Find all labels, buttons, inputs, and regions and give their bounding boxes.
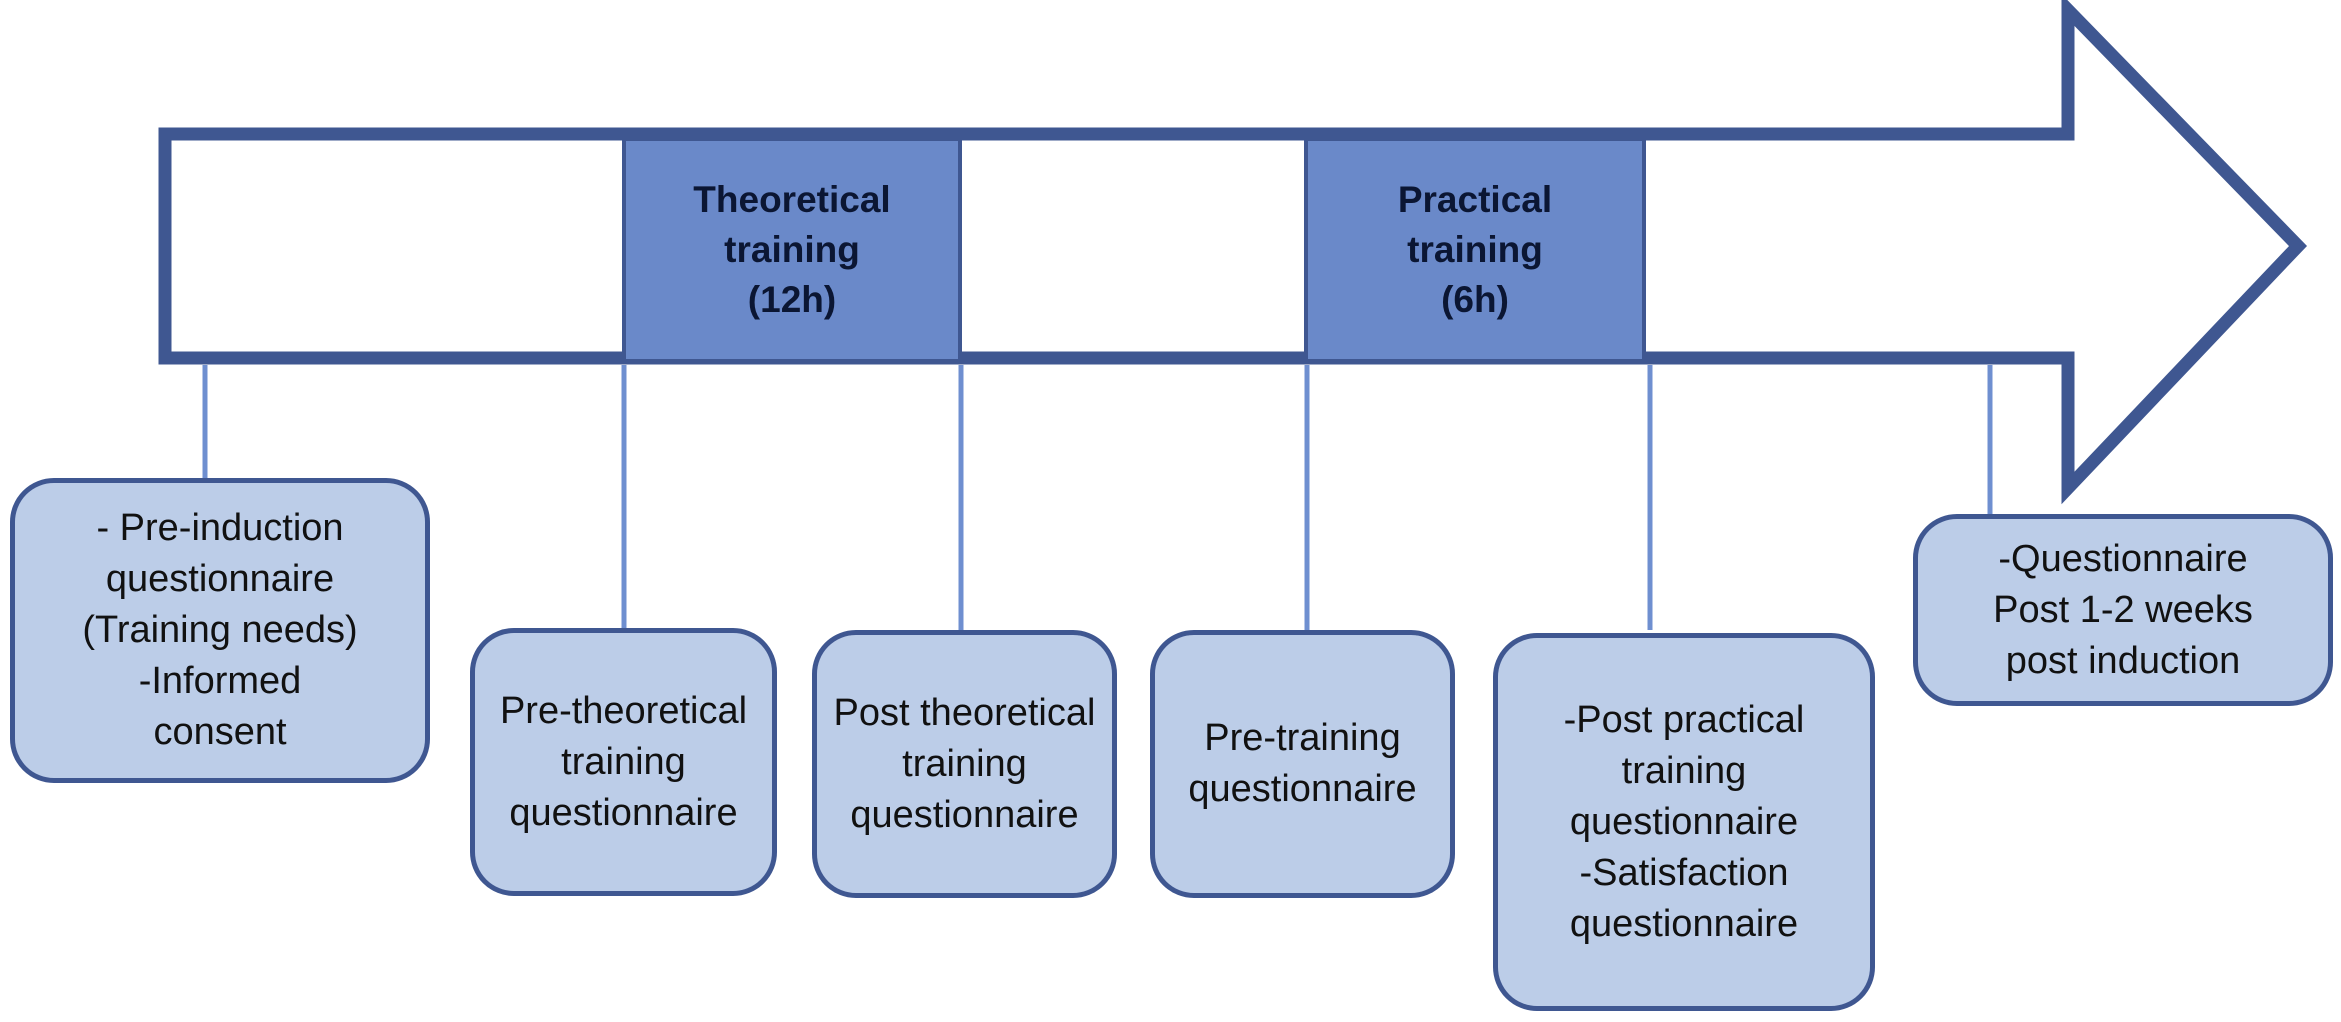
step-box-pre-training: Pre-training questionnaire <box>1150 630 1455 898</box>
phase-block-practical <box>1304 137 1646 363</box>
phase-label-theoretical: Theoretical training (12h) <box>693 179 891 320</box>
timeline-arrow <box>158 0 2308 505</box>
step-box-post-practical: -Post practical training questionnaire -… <box>1493 633 1875 1011</box>
phase-label-practical: Practical training (6h) <box>1397 179 1553 320</box>
step-box-follow-up: -Questionnaire Post 1-2 weeks post induc… <box>1913 514 2333 706</box>
step-box-post-theoretical: Post theoretical training questionnaire <box>812 630 1117 898</box>
step-box-pre-theoretical: Pre-theoretical training questionnaire <box>470 628 777 896</box>
phase-block-theoretical <box>622 137 962 363</box>
step-box-pre-induction: - Pre-induction questionnaire (Training … <box>10 478 430 783</box>
